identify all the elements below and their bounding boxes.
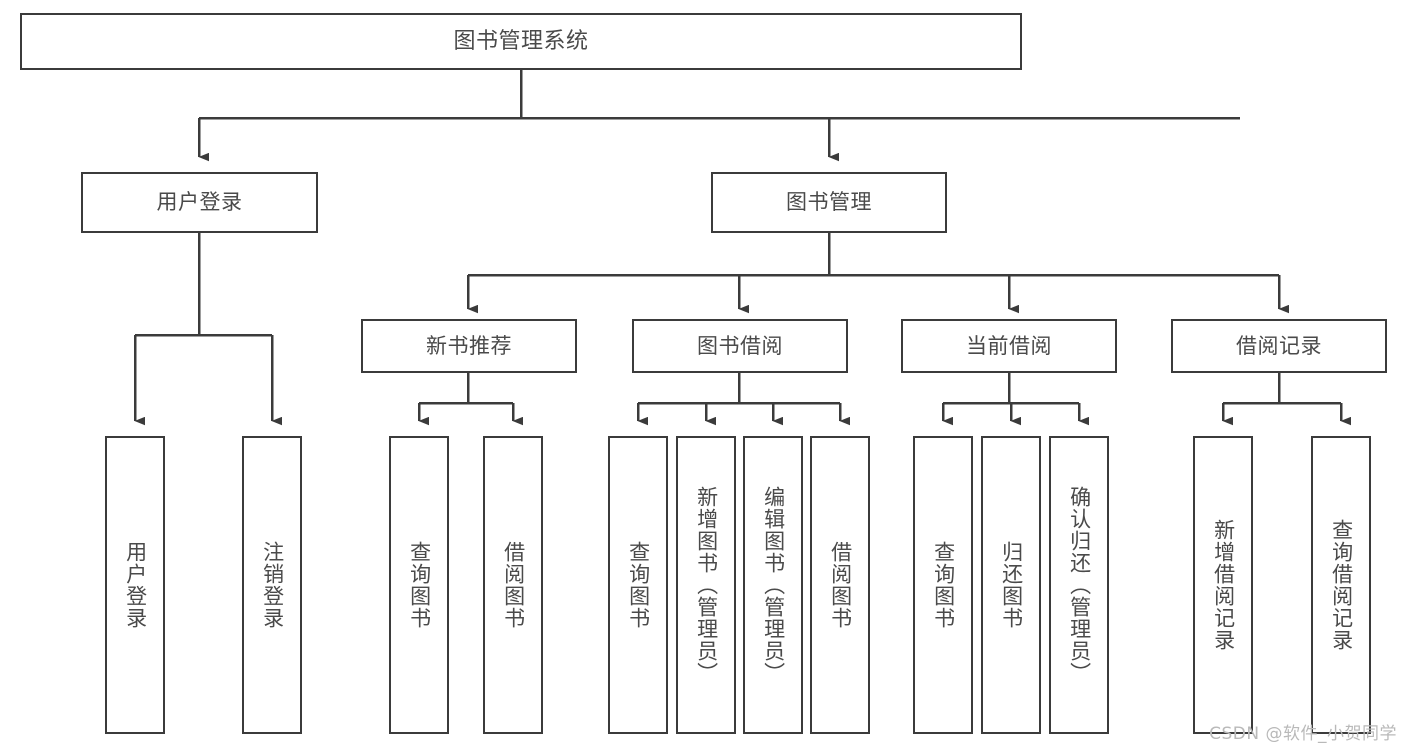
node-label: 借阅记录 [1236, 333, 1322, 358]
leaf-label: 编辑图书（管理员） [761, 486, 786, 684]
node-label: 图书管理系统 [453, 28, 589, 54]
node-label: 图书借阅 [697, 333, 783, 358]
leaf-user-login[interactable]: 用户登录 [105, 436, 165, 734]
leaf-record-query[interactable]: 查询借阅记录 [1311, 436, 1371, 734]
node-current-borrow[interactable]: 当前借阅 [901, 319, 1117, 373]
node-book-management-system[interactable]: 图书管理系统 [20, 13, 1022, 70]
node-label: 当前借阅 [966, 333, 1052, 358]
leaf-label: 查询借阅记录 [1329, 519, 1354, 651]
node-book-borrow[interactable]: 图书借阅 [632, 319, 848, 373]
leaf-label: 借阅图书 [828, 541, 853, 629]
leaf-label: 归还图书 [999, 541, 1024, 629]
leaf-user-logout[interactable]: 注销登录 [242, 436, 302, 734]
leaf-label: 用户登录 [123, 541, 148, 629]
leaf-current-return-book[interactable]: 归还图书 [981, 436, 1041, 734]
leaf-new-book-query[interactable]: 查询图书 [389, 436, 449, 734]
node-user-login[interactable]: 用户登录 [81, 172, 318, 233]
node-borrow-record[interactable]: 借阅记录 [1171, 319, 1387, 373]
watermark-text: CSDN @软件_小贺同学 [1209, 724, 1397, 744]
leaf-current-query-book[interactable]: 查询图书 [913, 436, 973, 734]
node-label: 图书管理 [786, 190, 872, 215]
leaf-borrow-edit-book[interactable]: 编辑图书（管理员） [743, 436, 803, 734]
leaf-label: 查询图书 [407, 541, 432, 629]
leaf-borrow-query-book[interactable]: 查询图书 [608, 436, 668, 734]
node-book-management[interactable]: 图书管理 [711, 172, 947, 233]
leaf-label: 确认归还（管理员） [1067, 486, 1092, 684]
leaf-label: 新增借阅记录 [1211, 519, 1236, 651]
node-new-book-recommend[interactable]: 新书推荐 [361, 319, 577, 373]
node-label: 用户登录 [156, 190, 243, 215]
node-label: 新书推荐 [426, 333, 512, 358]
leaf-current-confirm-return[interactable]: 确认归还（管理员） [1049, 436, 1109, 734]
leaf-label: 注销登录 [260, 541, 285, 629]
leaf-new-book-borrow[interactable]: 借阅图书 [483, 436, 543, 734]
leaf-record-add[interactable]: 新增借阅记录 [1193, 436, 1253, 734]
leaf-borrow-add-book[interactable]: 新增图书（管理员） [676, 436, 736, 734]
leaf-borrow-borrow-book[interactable]: 借阅图书 [810, 436, 870, 734]
leaf-label: 借阅图书 [501, 541, 526, 629]
leaf-label: 查询图书 [626, 541, 651, 629]
leaf-label: 新增图书（管理员） [694, 486, 719, 684]
leaf-label: 查询图书 [931, 541, 956, 629]
